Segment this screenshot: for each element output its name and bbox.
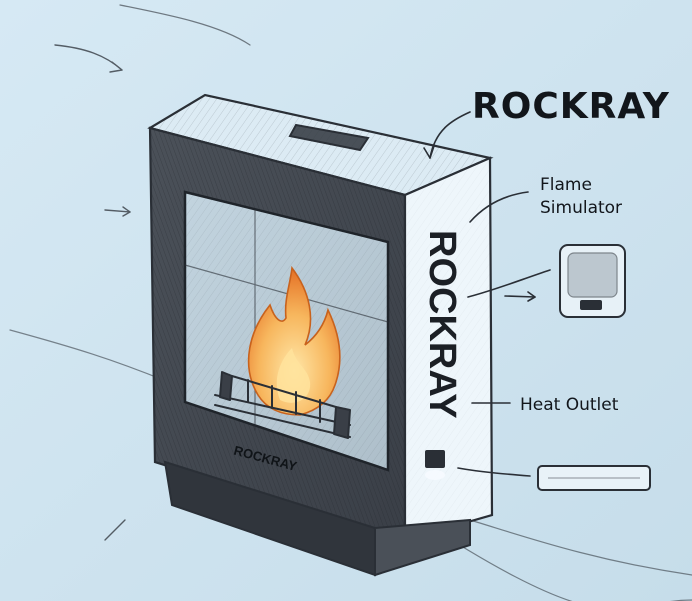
side-brand: ROCKRAY xyxy=(421,230,463,419)
log-grate xyxy=(214,371,351,439)
stray-line xyxy=(119,4,251,46)
heat-outlet-bar-icon xyxy=(537,465,651,491)
flame-simulator-leader xyxy=(469,191,529,223)
flame-simulator-module-icon xyxy=(559,244,626,318)
module-leader xyxy=(467,269,551,302)
box-base-side xyxy=(374,518,471,577)
side-heat-slot xyxy=(425,450,445,480)
sketch-arrows xyxy=(54,44,131,541)
title: ROCKRAY xyxy=(472,86,670,127)
heat-outlet-label: Heat Outlet xyxy=(520,395,619,415)
top-vent-slot xyxy=(288,123,370,152)
glass-inner-lines xyxy=(184,209,389,431)
flame-simulator-label-2: Simulator xyxy=(540,198,622,218)
title-leader xyxy=(423,111,471,159)
box-top-hatch xyxy=(150,95,490,195)
flame-simulator-label-1: Flame xyxy=(540,175,592,195)
heat-outlet-bar-leader xyxy=(457,467,531,477)
